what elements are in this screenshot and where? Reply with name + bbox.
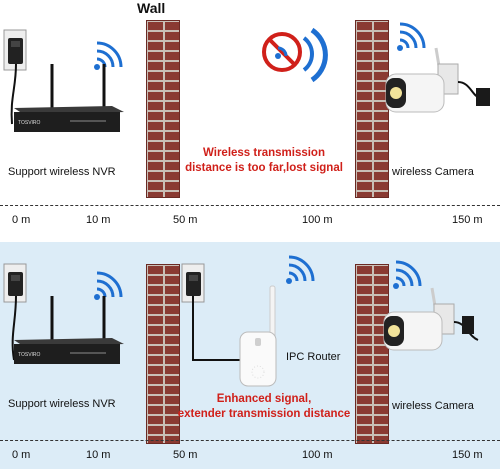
camera-label: wireless Camera [392,400,474,412]
distance-10: 10 m [86,449,111,461]
distance-100: 100 m [302,449,333,461]
router-label: IPC Router [286,351,341,363]
enhanced-signal-message: Enhanced signal, extender transmission d… [172,392,356,422]
nvr-label: Support wireless NVR [8,166,116,178]
brick-wall-icon [146,264,180,444]
lost-signal-message: Wireless transmission distance is too fa… [176,146,352,176]
brick-wall-icon [355,264,389,444]
nvr-device-icon: TOSVIRO [14,296,124,364]
distance-100: 100 m [302,214,333,226]
distance-150: 150 m [452,449,483,461]
camera-icon [385,22,490,113]
distance-0: 0 m [12,449,31,461]
distance-50: 50 m [173,214,198,226]
power-adapter-icon [181,263,244,361]
lost-signal-line2: distance is too far,lost signal [185,162,343,174]
enhanced-signal-line2: extender transmission distance [177,408,351,420]
camera-label: wireless Camera [392,166,474,178]
enhanced-signal-line1: Enhanced signal, [216,393,312,405]
distance-10: 10 m [86,214,111,226]
router-icon [239,285,277,387]
distance-divider [0,440,500,441]
power-adapter-icon [3,263,27,361]
distance-0: 0 m [12,214,31,226]
nvr-device-icon: TOSVIRO [14,64,124,132]
power-adapter-icon [3,29,27,125]
distance-150: 150 m [452,214,483,226]
nvr-brand-text: TOSVIRO [18,120,41,126]
no-signal-icon [262,27,328,83]
brick-wall-icon [355,20,389,198]
distance-50: 50 m [173,449,198,461]
brick-wall-icon [146,20,180,198]
nvr-brand-text: TOSVIRO [18,352,41,358]
camera-icon [383,260,479,351]
wifi-icon [286,255,315,284]
lost-signal-line1: Wireless transmission [203,147,325,159]
wall-title: Wall [137,0,166,16]
distance-divider [0,205,500,206]
nvr-label: Support wireless NVR [8,398,116,410]
